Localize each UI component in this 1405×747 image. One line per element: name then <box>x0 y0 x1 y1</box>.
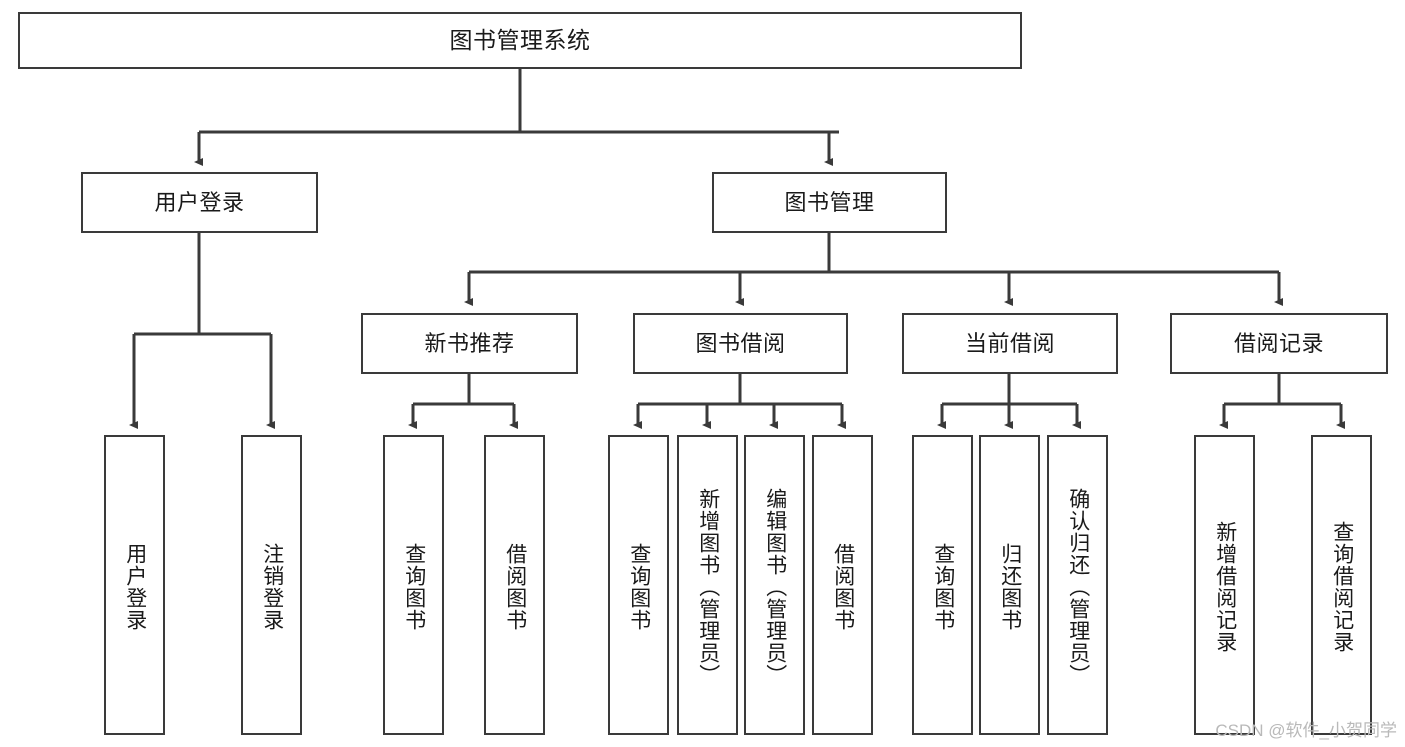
node-new-book-recommend[interactable]: 新书推荐 <box>361 313 578 374</box>
node-root-book-management-system[interactable]: 图书管理系统 <box>18 12 1022 69</box>
node-label: 归还图书 <box>998 543 1022 631</box>
node-label: 新增图书（管理员） <box>696 488 720 686</box>
node-book-manage[interactable]: 图书管理 <box>712 172 947 233</box>
node-label: 确认归还（管理员） <box>1066 488 1090 686</box>
node-leaf-query-book-borrow[interactable]: 查询图书 <box>608 435 669 735</box>
node-label: 借阅图书 <box>831 543 855 631</box>
node-leaf-add-book[interactable]: 新增图书（管理员） <box>677 435 738 735</box>
node-leaf-query-book-current[interactable]: 查询图书 <box>912 435 973 735</box>
node-label: 图书借阅 <box>695 330 786 356</box>
node-label: 借阅图书 <box>503 543 527 631</box>
node-book-borrow[interactable]: 图书借阅 <box>633 313 848 374</box>
node-user-login[interactable]: 用户登录 <box>81 172 318 233</box>
node-label: 当前借阅 <box>964 330 1055 356</box>
node-current-borrow[interactable]: 当前借阅 <box>902 313 1118 374</box>
node-leaf-return-book[interactable]: 归还图书 <box>979 435 1040 735</box>
node-label: 图书管理系统 <box>449 26 591 53</box>
node-label: 注销登录 <box>260 543 284 631</box>
node-leaf-edit-book[interactable]: 编辑图书（管理员） <box>744 435 805 735</box>
node-label: 图书管理 <box>784 189 875 215</box>
node-borrow-record[interactable]: 借阅记录 <box>1170 313 1388 374</box>
node-label: 查询图书 <box>627 543 651 631</box>
node-label: 新增借阅记录 <box>1213 521 1237 653</box>
csdn-watermark: CSDN @软件_小贺同学 <box>1215 721 1397 740</box>
node-leaf-user-login[interactable]: 用户登录 <box>104 435 165 735</box>
node-label: 查询借阅记录 <box>1330 521 1354 653</box>
node-label: 查询图书 <box>931 543 955 631</box>
node-label: 新书推荐 <box>424 330 515 356</box>
node-label: 编辑图书（管理员） <box>763 488 787 686</box>
node-label: 查询图书 <box>402 543 426 631</box>
node-leaf-borrow-book[interactable]: 借阅图书 <box>812 435 873 735</box>
node-leaf-borrow-book-recommend[interactable]: 借阅图书 <box>484 435 545 735</box>
node-label: 用户登录 <box>123 543 147 631</box>
node-label: 借阅记录 <box>1233 330 1324 356</box>
node-leaf-add-borrow-record[interactable]: 新增借阅记录 <box>1194 435 1255 735</box>
node-leaf-confirm-return[interactable]: 确认归还（管理员） <box>1047 435 1108 735</box>
node-label: 用户登录 <box>154 189 245 215</box>
node-leaf-user-logout[interactable]: 注销登录 <box>241 435 302 735</box>
node-leaf-query-book-recommend[interactable]: 查询图书 <box>383 435 444 735</box>
node-leaf-query-borrow-record[interactable]: 查询借阅记录 <box>1311 435 1372 735</box>
